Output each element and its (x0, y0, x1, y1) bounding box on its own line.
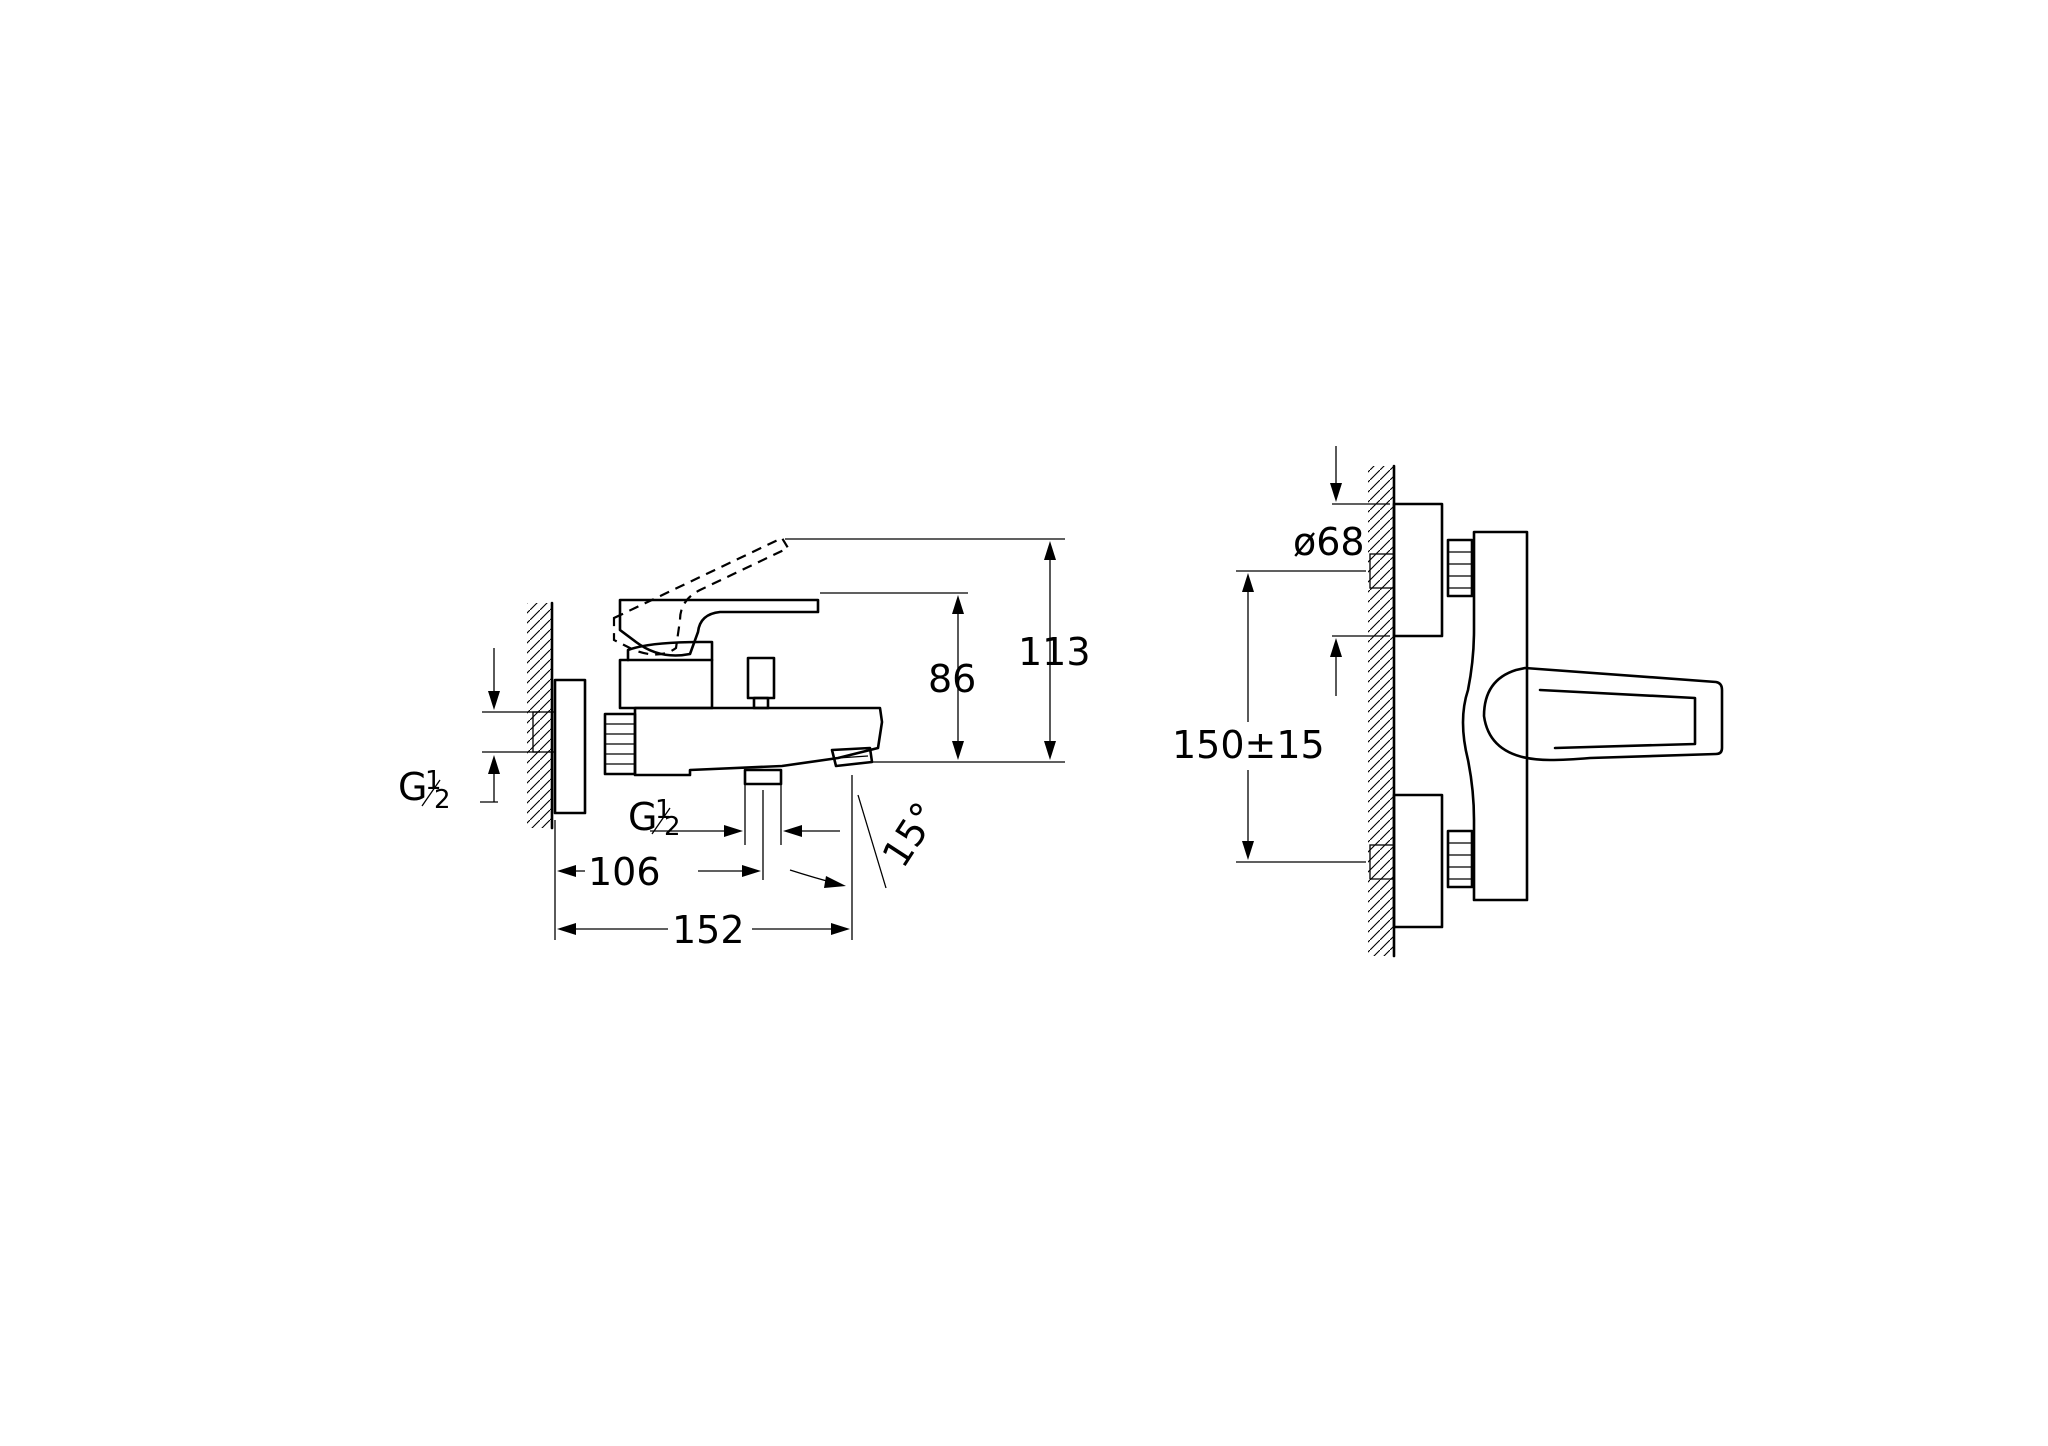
handle-base (626, 640, 714, 662)
dim-angle: 15° (874, 794, 948, 874)
nut-bottom (1446, 829, 1474, 889)
wall-pipe (532, 711, 556, 753)
svg-text:2: 2 (434, 785, 451, 815)
rosette-top (1392, 502, 1444, 638)
handle-front (1482, 666, 1724, 762)
handle-lever (618, 598, 820, 657)
wall-hatch-right (1368, 466, 1394, 956)
rosette (553, 678, 587, 815)
svg-text:2: 2 (664, 812, 681, 842)
rosette-bottom (1392, 793, 1444, 929)
svg-text:G: G (398, 765, 427, 809)
mixer-body-front (1461, 530, 1529, 902)
side-view: 113 86 G 1 2 G 1 2 (398, 536, 1091, 952)
dim-centers: 150±15 (1172, 723, 1325, 767)
wall-hatch-left (527, 603, 552, 828)
nut-top (1446, 538, 1474, 598)
dim-106: 106 (588, 850, 661, 894)
diverter-knob (746, 656, 776, 700)
aerator (743, 768, 783, 786)
front-view: ø68 150±15 (1172, 446, 1724, 958)
handle-lever-raised (612, 536, 790, 656)
thread-label-wall: G 1 2 (398, 765, 451, 815)
mixer-body (633, 706, 884, 777)
svg-text:1: 1 (655, 795, 672, 825)
dim-152: 152 (672, 908, 745, 952)
thread-label-outlet: G 1 2 (628, 795, 681, 842)
svg-text:G: G (628, 795, 657, 839)
dim-diameter: ø68 (1293, 520, 1365, 564)
dim-113: 113 (1018, 630, 1091, 674)
dim-86: 86 (928, 657, 976, 701)
svg-text:1: 1 (425, 766, 442, 796)
cartridge-housing (618, 658, 714, 710)
